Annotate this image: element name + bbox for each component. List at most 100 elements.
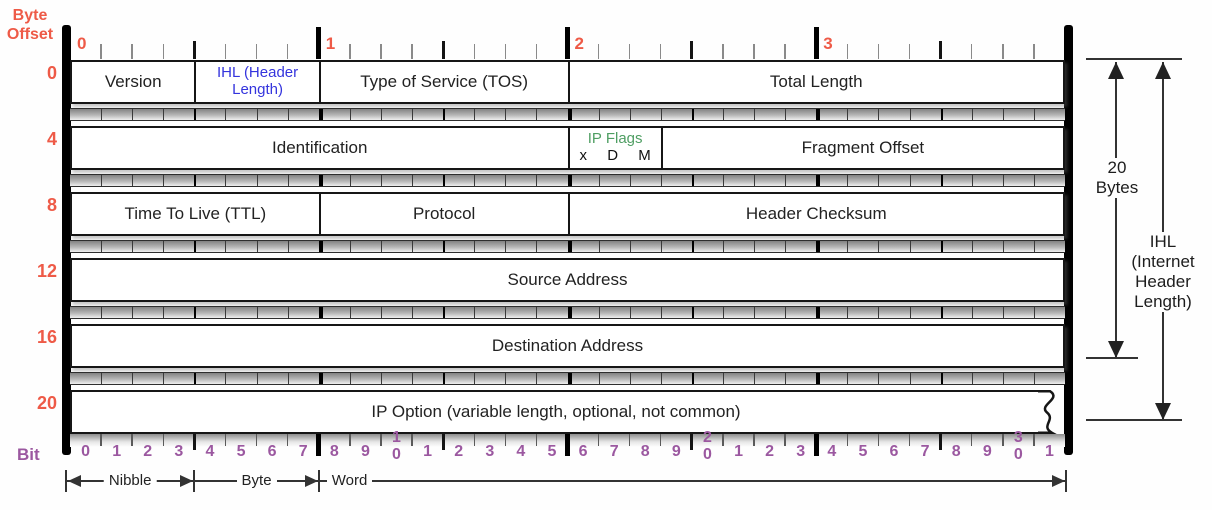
separator-cell [660, 109, 692, 120]
separator-cell [909, 175, 941, 186]
bit-ruler-minor-tick [660, 434, 662, 446]
bit-ruler-nibble-tick [939, 434, 943, 450]
separator-cell [163, 109, 195, 120]
bit-ruler-minor-tick [162, 434, 164, 446]
bit-ruler-minor-tick [846, 434, 849, 446]
separator-cell [132, 373, 164, 384]
bit-ruler-minor-tick [753, 434, 755, 446]
separator-cell [380, 307, 413, 318]
separator-cell [443, 109, 475, 120]
field-identification: Identification [70, 126, 568, 170]
separator-cell [629, 109, 661, 120]
separator-cell [785, 175, 817, 186]
bit-ruler-major-tick [813, 434, 819, 456]
field-label: Time To Live (TTL) [124, 204, 267, 224]
span-terminator [65, 470, 67, 492]
separator-cell [132, 109, 164, 120]
bit-number: 6 [578, 443, 588, 460]
separator-cell [909, 307, 941, 318]
separator-cell [474, 373, 506, 384]
span-arrow-right [180, 475, 194, 487]
separator-cell [1033, 307, 1065, 318]
separator-cell [722, 109, 755, 120]
separator-cell [754, 307, 786, 318]
span-arrow-right [304, 475, 318, 487]
bit-ruler-minor-tick [597, 434, 600, 446]
annotation-top-line [1086, 58, 1182, 61]
separator-cell [194, 307, 226, 318]
row-offset-label: 16 [36, 327, 57, 347]
separator-cell [847, 373, 879, 384]
byte-ruler-major-tick [813, 27, 819, 59]
separator-cell [816, 307, 848, 318]
separator-cell [785, 109, 817, 120]
bit-number: 8 [329, 443, 339, 460]
ihl-bottom-line [1086, 419, 1182, 422]
bit-number: 1 [423, 443, 433, 460]
separator-cell [691, 109, 723, 120]
bit-ruler-minor-tick [628, 434, 631, 446]
byte-ruler-minor-tick [877, 44, 880, 59]
separator-cell [567, 373, 599, 384]
separator-cell [225, 307, 257, 318]
separator-cell [1033, 373, 1065, 384]
bit-number-tens: 2 [702, 429, 712, 446]
field-label: Version [104, 72, 162, 92]
separator-cell [349, 109, 381, 120]
separator-band [70, 306, 1065, 319]
field-protocol: Protocol [318, 192, 568, 236]
bit-number: 7 [298, 443, 308, 460]
separator-cell [785, 307, 817, 318]
bit-number: 2 [765, 443, 775, 460]
separator-cell [940, 175, 972, 186]
byte-ruler-nibble-tick [192, 41, 196, 59]
row-offset-label: 0 [46, 63, 57, 83]
bit-ruler-nibble-tick [441, 434, 445, 450]
separator-cell [971, 373, 1003, 384]
byte-ruler-minor-tick [784, 44, 786, 59]
separator-cell [722, 373, 755, 384]
flag-bit-label: M [638, 147, 651, 165]
bit-number: 5 [858, 443, 868, 460]
separator-cell [505, 373, 537, 384]
separator-cell [380, 373, 413, 384]
torn-edge [1038, 389, 1057, 435]
separator-cell [598, 109, 630, 120]
bit-number: 4 [516, 443, 526, 460]
row-offset-label: 8 [46, 195, 57, 215]
bytes-label-line: 20 [1107, 158, 1127, 177]
byte-ruler-minor-tick [504, 44, 506, 59]
bit-number-tens: 3 [1013, 429, 1023, 446]
separator-cell [598, 307, 630, 318]
separator-cell [660, 175, 692, 186]
separator-cell [132, 175, 164, 186]
separator-cell [598, 373, 630, 384]
separator-cell [878, 109, 910, 120]
separator-cell [101, 175, 133, 186]
bit-number: 0 [81, 443, 90, 460]
bit-ruler-minor-tick [380, 434, 382, 446]
separator-cell [256, 175, 288, 186]
separator-cell [847, 175, 879, 186]
bit-ruler-minor-tick [349, 434, 351, 446]
bit-ruler-major-tick [565, 434, 570, 456]
separator-cell [660, 373, 692, 384]
separator-cell [225, 175, 257, 186]
bit-ruler-minor-tick [255, 434, 258, 446]
bytes-arrow-line [1115, 62, 1118, 358]
field-label: Fragment Offset [801, 138, 925, 158]
separator-cell [847, 241, 879, 252]
separator-cell [785, 241, 817, 252]
bit-ruler-minor-tick [504, 434, 506, 446]
byte-ruler-nibble-tick [441, 41, 445, 59]
grid-right-bar [1064, 25, 1073, 455]
separator-cell [505, 109, 537, 120]
separator-cell [412, 175, 444, 186]
field-ip-option-variable-length-optional-not-common: IP Option (variable length, optional, no… [70, 390, 1040, 434]
bit-number: 2 [454, 443, 464, 460]
bit-ruler-nibble-tick [192, 434, 196, 450]
separator-band [70, 108, 1065, 121]
separator-cell [287, 175, 319, 186]
